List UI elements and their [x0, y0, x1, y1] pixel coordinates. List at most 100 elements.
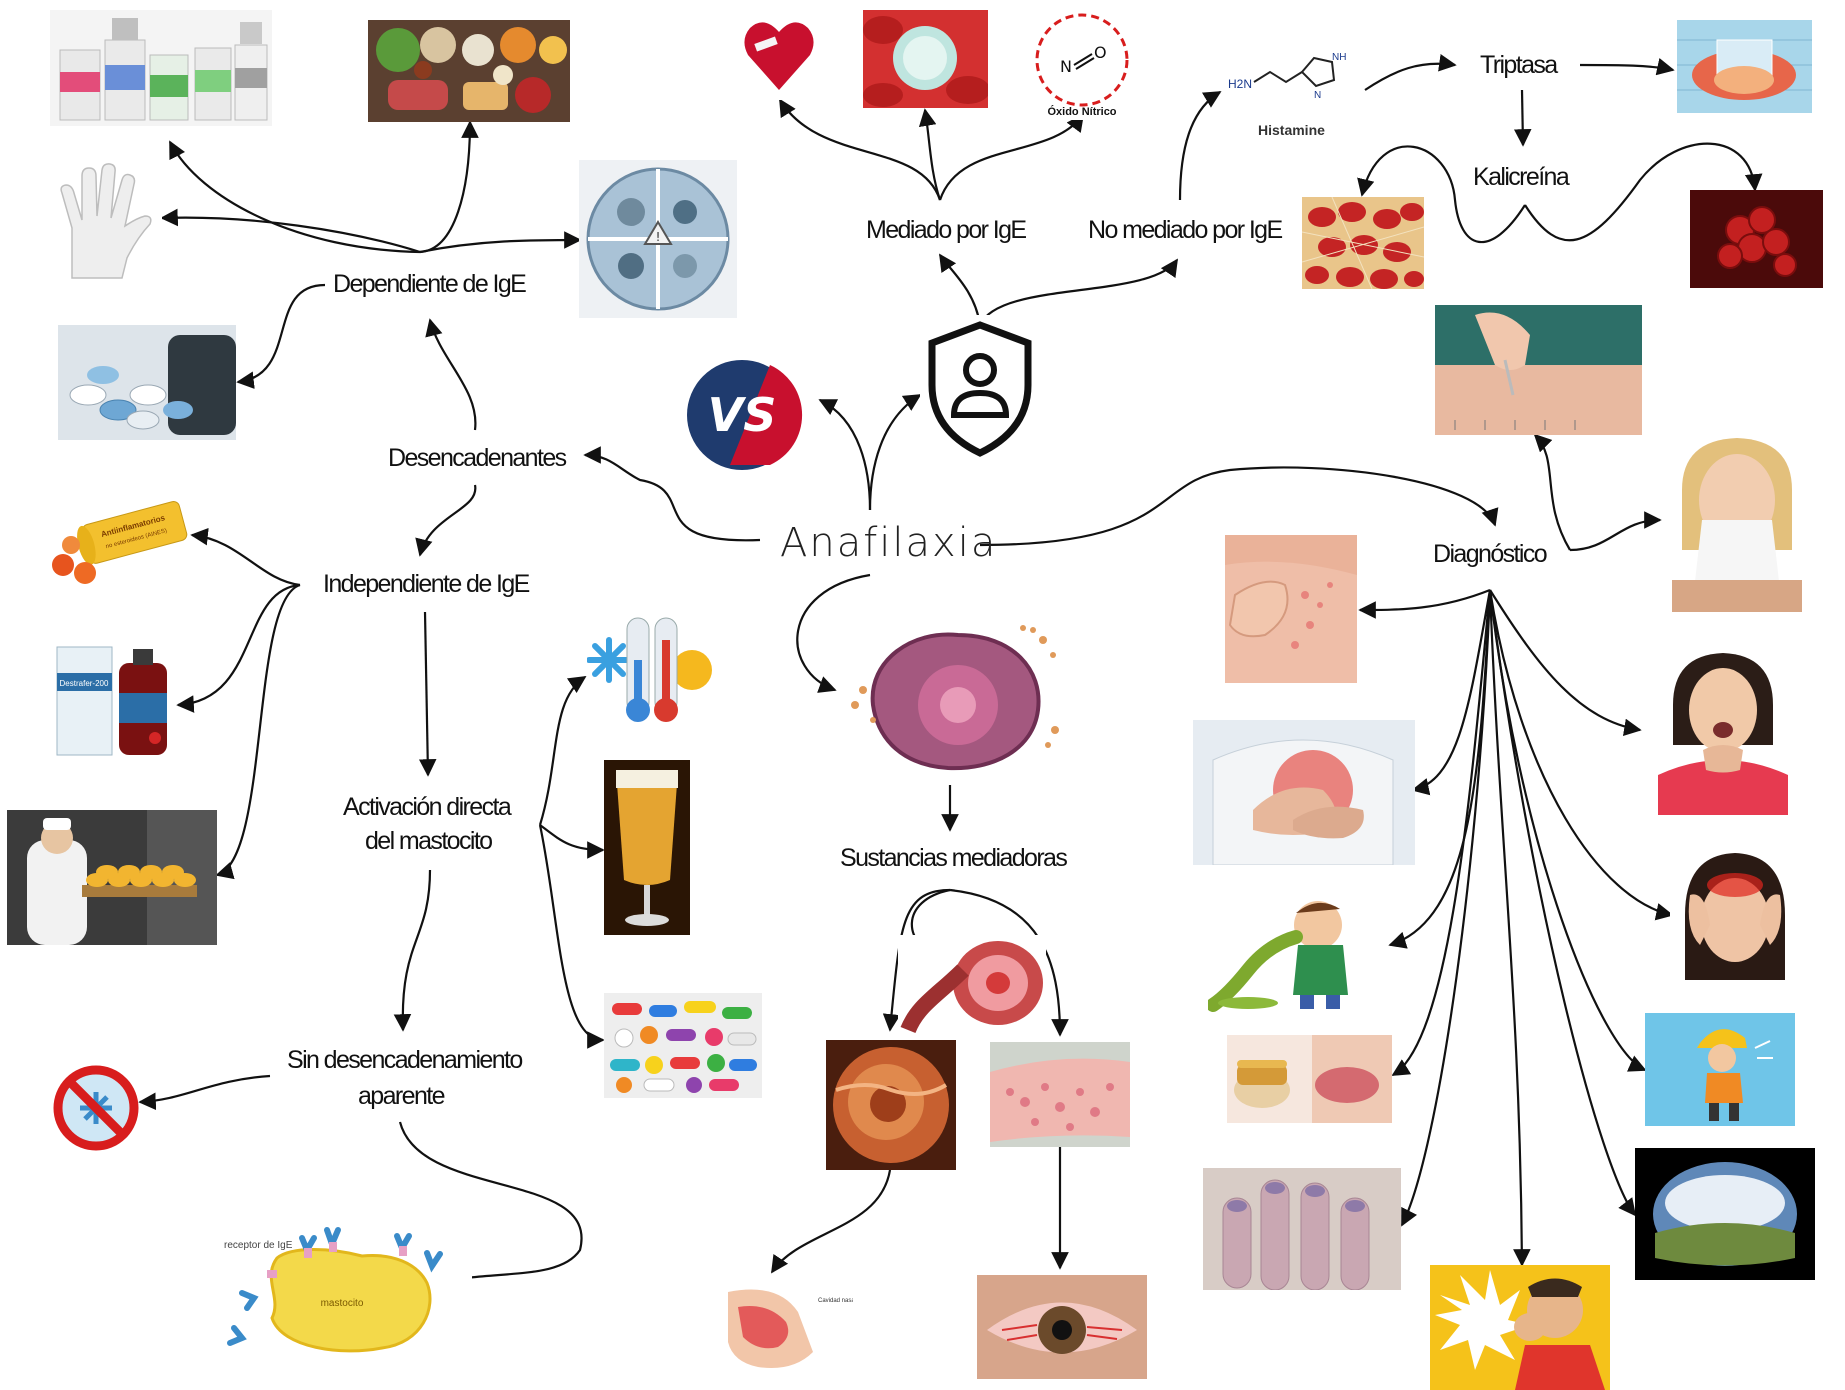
sneezing-image [1662, 430, 1812, 612]
beer-glass-image [604, 760, 690, 935]
latex-glove-image [37, 158, 162, 283]
arrow-histamine-to-tryptase [1364, 54, 1457, 91]
arrow-to-allergens [419, 231, 582, 254]
red-cells-cluster-image [1690, 190, 1823, 288]
arrow-to-vs [818, 399, 872, 511]
svg-text:Cavidad nasal: Cavidad nasal [818, 1298, 853, 1304]
label-ige-dependent: Dependiente de IgE [333, 270, 527, 298]
baker-image [7, 810, 217, 945]
arrow-to-cough [1488, 589, 1531, 1267]
arrow-mediators-to-intestine [882, 888, 951, 1032]
arrow-no-trigger-to-receptor [398, 1121, 583, 1288]
arrow-shield-to-non-ige [978, 258, 1178, 326]
arrow-activation-to-no-trigger [393, 869, 432, 1032]
histamine-molecule-icon: H2N NH N Histamine [1222, 40, 1362, 145]
skin-prick-test-image [1435, 305, 1642, 435]
svg-text:mastocito: mastocito [321, 1298, 364, 1309]
arrow-to-mast-cell [796, 573, 871, 693]
arrow-to-fingers [1401, 589, 1492, 1227]
arrow-to-antiinflam [190, 527, 301, 587]
arrow-no-trigger-to-prohibited [138, 1074, 271, 1111]
arrow-shield-to-ige-mediated [939, 253, 982, 326]
red-eye-image [977, 1275, 1147, 1379]
arrow-to-vials [169, 140, 421, 254]
label-direct-activation-1: Activación directa [343, 793, 512, 821]
svg-text:O: O [1094, 43, 1107, 62]
cyanotic-fingers-image [1203, 1168, 1401, 1290]
svg-text:N: N [1314, 90, 1321, 101]
arrow-to-itchy [1358, 588, 1491, 619]
arrow-to-food [419, 120, 479, 254]
colorful-pills-image [604, 993, 762, 1098]
label-direct-activation-2: del mastocito [365, 827, 493, 855]
throat-choking-image [1648, 645, 1800, 815]
arrow-to-chest [1411, 589, 1492, 796]
svg-text:N: N [1060, 57, 1072, 76]
arrow-ige-to-wbc [918, 108, 942, 201]
arrow-ige-indep-to-activation [418, 611, 437, 777]
arrow-to-headache [1488, 589, 1674, 921]
arrow-to-colorpills [538, 824, 605, 1049]
label-tryptase: Triptasa [1480, 51, 1558, 79]
arrow-kalicreina-right [1524, 142, 1763, 242]
label-triggers: Desencadenantes [388, 444, 567, 472]
arrow-tryptase-to-kalicreina [1513, 89, 1532, 147]
mast-cell-degranulation-image [843, 610, 1068, 785]
arrow-to-triggers [583, 446, 761, 542]
svg-text:Óxido Nítrico: Óxido Nítrico [1047, 105, 1116, 118]
food-variety-image [368, 20, 570, 122]
svg-text:NH: NH [1332, 52, 1346, 63]
arrow-to-dextran [176, 583, 301, 713]
intestine-mucosa-image [826, 1040, 956, 1170]
label-ige-independent: Independiente de IgE [323, 570, 530, 598]
coughing-icon [1430, 1265, 1610, 1390]
label-non-ige-mediated: No mediado por IgE [1088, 216, 1283, 244]
fainting-worker-icon [1645, 1013, 1795, 1126]
vomiting-icon [1208, 895, 1388, 1013]
central-title: Anafilaxia [780, 520, 998, 566]
label-kalicreina: Kalicreína [1473, 163, 1570, 191]
chest-pain-image [1193, 720, 1415, 865]
tryptase-image [1677, 20, 1812, 113]
label-diagnosis: Diagnóstico [1433, 540, 1548, 568]
svg-text:receptor de IgE: receptor de IgE [224, 1240, 293, 1251]
tongue-swelling-image [1227, 1035, 1392, 1123]
arrow-to-glove [160, 208, 421, 254]
arrow-ige-to-no [938, 113, 1085, 201]
arrow-non-ige-to-histamine [1178, 91, 1222, 201]
pills-image [58, 325, 236, 440]
svg-text:Destrafer-200: Destrafer-200 [60, 679, 109, 688]
arrow-to-diagnosis [979, 466, 1499, 547]
allergens-circle-image: ! [579, 160, 737, 318]
medicine-vials-image [50, 10, 272, 126]
arrow-to-skinprick [1533, 433, 1571, 551]
arrow-to-ige-dependent [425, 318, 477, 431]
arrow-kalicreina-left [1357, 145, 1526, 244]
arrow-to-pills [236, 283, 326, 389]
svg-text:VS: VS [708, 388, 777, 442]
thermometer-weather-icon [587, 610, 717, 730]
headache-image [1670, 845, 1800, 980]
arrow-to-tunnel [1488, 589, 1637, 1217]
itchy-skin-image [1225, 535, 1357, 683]
white-blood-cell-image [863, 10, 988, 108]
vs-badge-icon: VS [670, 345, 815, 485]
arrow-to-throat [1489, 589, 1642, 737]
nitric-oxide-molecule-icon: N O Óxido Nítrico [1030, 10, 1135, 120]
svg-text:!: ! [656, 230, 661, 244]
label-ige-mediated: Mediado por IgE [866, 216, 1027, 244]
shield-person-icon [920, 315, 1040, 460]
label-mediators: Sustancias mediadoras [840, 844, 1068, 872]
heart-icon [740, 10, 818, 100]
gut-tract-image [898, 935, 1046, 1035]
dextran-bottle-image: Destrafer-200 [53, 643, 173, 761]
arrow-to-thermo [538, 676, 587, 826]
anti-inflammatory-image: Antiinflamatorios no esteroideos (AINES) [45, 495, 190, 590]
arrow-to-tongue [1391, 589, 1492, 1076]
mast-cell-receptor-image: receptor de IgE mastocito [222, 1208, 472, 1358]
skin-rash-arm-image [990, 1042, 1130, 1147]
arrow-to-baker [215, 583, 301, 880]
arrow-to-shield [868, 394, 922, 511]
svg-text:Histamine: Histamine [1258, 122, 1325, 138]
